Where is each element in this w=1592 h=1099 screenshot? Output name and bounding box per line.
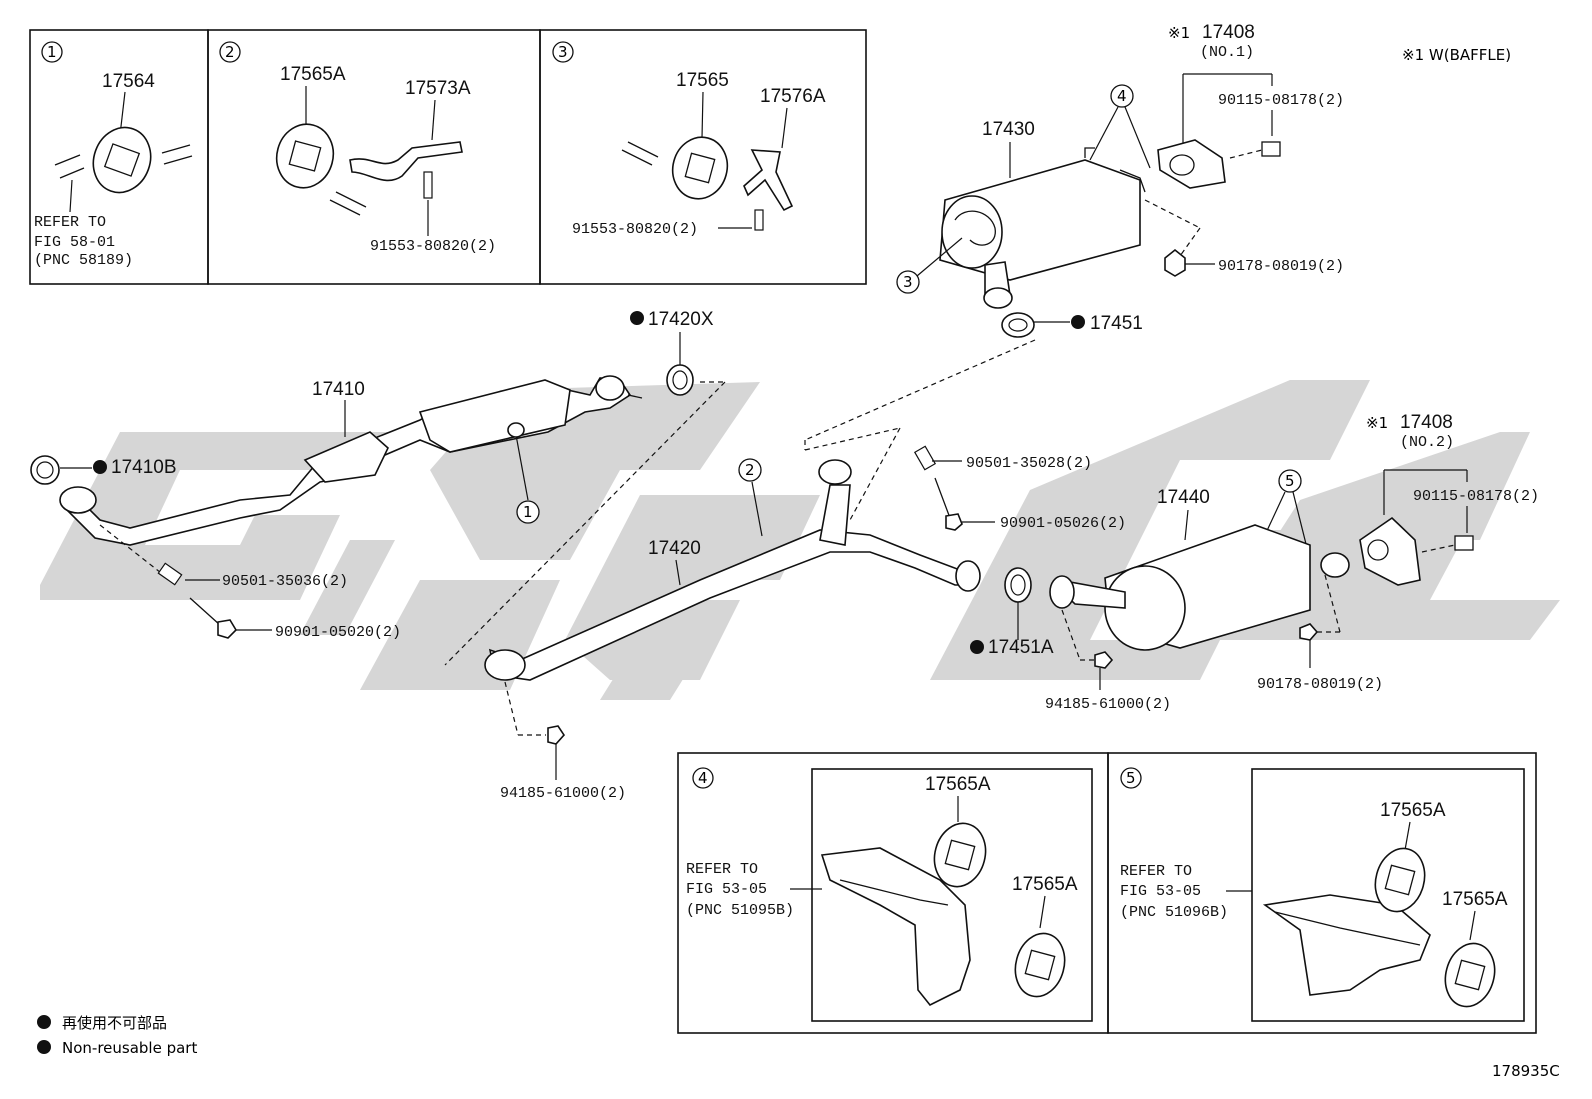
box4-number: 4 xyxy=(698,769,708,787)
dash-link-3 xyxy=(804,339,1036,441)
detail-box-3: 3 17565 17576A 91553-80820(2) xyxy=(539,29,867,285)
box4-refer-line2: FIG 53-05 xyxy=(686,881,767,898)
label-17410b: 17410B xyxy=(111,457,177,478)
box2-number: 2 xyxy=(225,43,235,61)
box1-refer-line1: REFER TO xyxy=(34,214,106,231)
label-94185-b: 94185-61000(2) xyxy=(1045,696,1171,713)
label-17565-box3: 17565 xyxy=(676,70,729,91)
box4-refer-line1: REFER TO xyxy=(686,861,758,878)
detail-box-1: 1 17564 REFER TO FIG 58-01 (PNC 58189) xyxy=(29,29,209,285)
box5-number: 5 xyxy=(1126,769,1136,787)
label-17408-no2-mark: ※1 xyxy=(1366,414,1388,432)
label-17564: 17564 xyxy=(102,71,155,92)
gasket-17451a: 17451A xyxy=(970,567,1054,658)
figure-code: 178935C xyxy=(1492,1062,1560,1080)
label-17451: 17451 xyxy=(1090,313,1143,334)
label-90178-top: 90178-08019(2) xyxy=(1218,258,1344,275)
callout-4: 4 xyxy=(1117,87,1127,105)
box5-refer-line3: (PNC 51096B) xyxy=(1120,904,1228,921)
label-90901-a: 90901-05020(2) xyxy=(275,624,401,641)
legend-non-reusable-en: Non-reusable part xyxy=(62,1039,197,1057)
detail-box-2: 2 17565A 17573A 91553-80820(2) xyxy=(207,29,541,285)
label-17565a-box5a: 17565A xyxy=(1380,800,1446,821)
box1-refer-line3: (PNC 58189) xyxy=(34,252,133,269)
legend-non-reusable-ja: 再使用不可部品 xyxy=(62,1014,167,1032)
label-17408-no2: 17408 xyxy=(1400,412,1453,433)
spring-bolt-front: 90501-35036(2) 90901-05020(2) xyxy=(99,524,401,641)
box1-refer-line2: FIG 58-01 xyxy=(34,234,115,251)
detail-box-5: 5 REFER TO FIG 53-05 (PNC 51096B) 17565A… xyxy=(1107,752,1537,1034)
label-91553-box2: 91553-80820(2) xyxy=(370,238,496,255)
tail-pipe-17408-no2: ※1 17408 (NO.2) 90115-08178(2) xyxy=(1359,412,1539,586)
muffler-17440: 17440 5 94185-61000(2) 90178-08019(2) xyxy=(1045,469,1383,713)
label-17576a: 17576A xyxy=(760,86,826,107)
label-91553-box3: 91553-80820(2) xyxy=(572,221,698,238)
label-17408-no1-sub: (NO.1) xyxy=(1200,44,1254,61)
label-17451a: 17451A xyxy=(988,637,1054,658)
label-90178-bot: 90178-08019(2) xyxy=(1257,676,1383,693)
box4-refer-line3: (PNC 51095B) xyxy=(686,902,794,919)
label-17565a-box5b: 17565A xyxy=(1442,889,1508,910)
tail-pipe-17408-no1: ※1 17408 (NO.1) 90115-08178(2) 90178-080… xyxy=(1144,22,1344,277)
label-90501-b: 90501-35028(2) xyxy=(966,455,1092,472)
box3-number: 3 xyxy=(558,43,568,61)
label-17440: 17440 xyxy=(1157,487,1210,508)
callout-1: 1 xyxy=(523,503,533,521)
label-17565a-box4a: 17565A xyxy=(925,774,991,795)
gasket-17410b: 17410B xyxy=(30,455,177,485)
callout-3: 3 xyxy=(903,273,913,291)
label-17408-no1-mark: ※1 xyxy=(1168,24,1190,42)
label-17420: 17420 xyxy=(648,538,701,559)
center-pipe-17420: 17420 2 94185-61000(2) xyxy=(484,427,981,802)
box1-number: 1 xyxy=(47,43,57,61)
box5-refer-line2: FIG 53-05 xyxy=(1120,883,1201,900)
dash-link-2 xyxy=(444,381,726,666)
callout-2: 2 xyxy=(745,461,755,479)
box5-refer-line1: REFER TO xyxy=(1120,863,1192,880)
non-reusable-dot-ja xyxy=(37,1015,51,1029)
label-17565a-box2: 17565A xyxy=(280,64,346,85)
non-reusable-dot-en xyxy=(37,1040,51,1054)
label-94185-a: 94185-61000(2) xyxy=(500,785,626,802)
front-pipe-17410: 17410 1 xyxy=(59,375,643,546)
label-90115-bot: 90115-08178(2) xyxy=(1413,488,1539,505)
label-17430: 17430 xyxy=(982,119,1035,140)
detail-box-4: 4 REFER TO FIG 53-05 (PNC 51095B) 17565A… xyxy=(677,752,1109,1034)
baffle-note: ※1 W(BAFFLE) xyxy=(1402,46,1511,64)
label-90901-b: 90901-05026(2) xyxy=(1000,515,1126,532)
callout-5: 5 xyxy=(1285,472,1295,490)
label-90501-a: 90501-35036(2) xyxy=(222,573,348,590)
label-17408-no2-sub: (NO.2) xyxy=(1400,434,1454,451)
gasket-17420x: 17420X xyxy=(630,309,714,396)
label-17573a: 17573A xyxy=(405,78,471,99)
label-17410: 17410 xyxy=(312,379,365,400)
label-17565a-box4b: 17565A xyxy=(1012,874,1078,895)
label-17408-no1: 17408 xyxy=(1202,22,1255,43)
spring-bolt-center: 90501-35028(2) 90901-05026(2) xyxy=(913,445,1126,532)
label-17420x: 17420X xyxy=(648,309,714,330)
legend: 再使用不可部品 Non-reusable part xyxy=(37,1014,197,1057)
muffler-17430: 4 17430 3 17451 xyxy=(896,84,1151,338)
label-90115-top: 90115-08178(2) xyxy=(1218,92,1344,109)
